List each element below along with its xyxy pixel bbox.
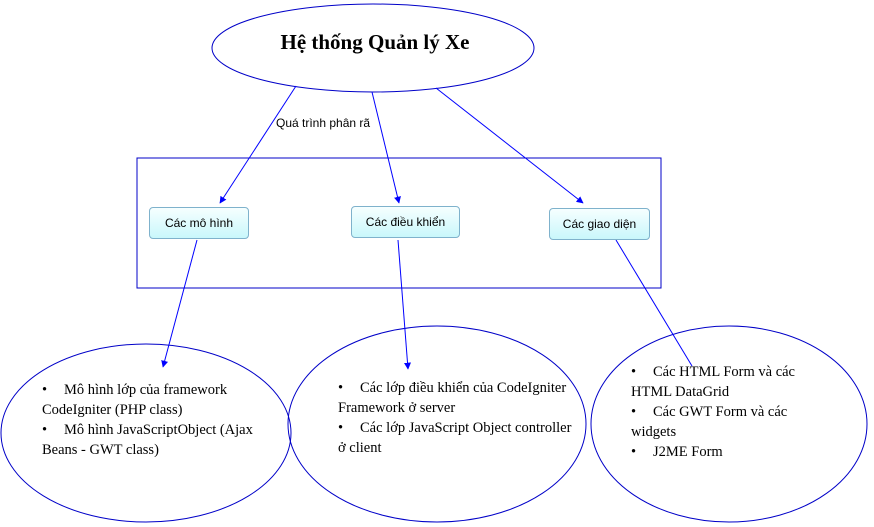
component-container (136, 157, 662, 289)
node-views: Các giao diện (549, 208, 650, 240)
arrow-root-to-views (435, 87, 584, 204)
connector-views-to-detail (615, 239, 693, 367)
bullet-icon: • (338, 380, 344, 396)
bullet-icon: • (631, 364, 637, 380)
detail-ellipse-controllers (287, 325, 587, 523)
root-ellipse (211, 3, 535, 93)
node-views-label: Các giao diện (562, 217, 637, 231)
node-models: Các mô hình (149, 207, 249, 239)
detail-ellipse-models (0, 343, 292, 523)
detail-models-item: •Mô hình lớp của framework CodeIgniter (… (42, 382, 228, 418)
detail-views-item: •Các HTML Form và các HTML DataGrid (631, 364, 795, 400)
detail-views-list: •Các HTML Form và các HTML DataGrid •Các… (631, 362, 835, 462)
bullet-icon: • (338, 420, 344, 436)
node-models-label: Các mô hình (164, 216, 234, 230)
node-controllers: Các điều khiển (351, 206, 460, 238)
arrow-models-to-detail (161, 239, 198, 368)
bullet-icon: • (42, 382, 48, 398)
detail-models-item: •Mô hình JavaScriptObject (Ajax Beans - … (42, 422, 253, 458)
arrow-root-to-controllers (371, 91, 401, 204)
detail-views-item: •J2ME Form (631, 444, 723, 460)
decomposition-label: Quá trình phân rã (276, 116, 371, 130)
node-controllers-label: Các điều khiển (365, 215, 446, 229)
root-title: Hệ thống Quản lý Xe (280, 30, 470, 54)
bullet-icon: • (631, 404, 637, 420)
detail-models-list: •Mô hình lớp của framework CodeIgniter (… (42, 380, 278, 460)
detail-controllers-list: •Các lớp điều khiển của CodeIgniter Fram… (338, 378, 574, 458)
bullet-icon: • (42, 422, 48, 438)
arrow-controllers-to-detail (397, 239, 412, 370)
arrow-root-to-models (219, 85, 297, 204)
detail-controllers-item: •Các lớp JavaScript Object controller ở … (338, 420, 572, 456)
detail-controllers-item: •Các lớp điều khiển của CodeIgniter Fram… (338, 380, 567, 416)
detail-views-item: •Các GWT Form và các widgets (631, 404, 788, 440)
bullet-icon: • (631, 444, 637, 460)
detail-ellipse-views (590, 325, 868, 523)
